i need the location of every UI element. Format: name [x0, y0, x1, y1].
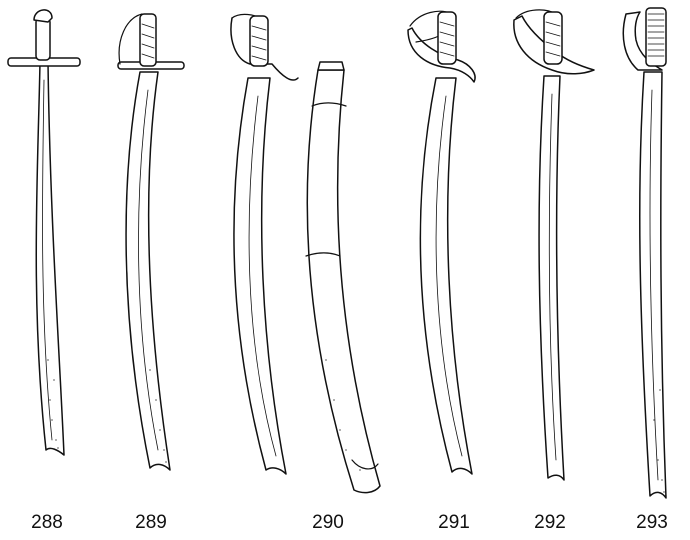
blade-288	[35, 61, 65, 456]
grip-288	[35, 17, 51, 61]
sword-289	[117, 13, 185, 471]
sword-290	[230, 13, 299, 475]
sword-288	[7, 9, 81, 456]
stipple-290	[325, 359, 361, 471]
figure-number-292: 292	[534, 512, 566, 533]
sword-292	[513, 9, 595, 481]
scabbard-ring-lower-290	[305, 252, 341, 257]
scabbard-mouth-290	[317, 61, 345, 71]
pommel-288	[33, 9, 53, 23]
scabbard-chape-290	[351, 459, 379, 470]
scabbard-ring-upper-290	[311, 102, 347, 107]
blade-292	[538, 75, 565, 481]
figure-number-293: 293	[636, 512, 668, 533]
figure-number-290: 290	[312, 512, 344, 533]
blade-293	[638, 71, 667, 499]
sword-291	[407, 10, 476, 475]
stipple-288	[47, 359, 59, 449]
stipple-293	[653, 389, 665, 493]
grip-293	[645, 7, 667, 67]
blade-290	[233, 77, 287, 475]
scabbard-290	[305, 61, 381, 494]
figure-number-288: 288	[31, 512, 63, 533]
stipple-289	[149, 369, 167, 463]
grip-290	[249, 15, 269, 67]
blade-291	[419, 77, 473, 475]
scabbard-body-290	[306, 69, 381, 494]
blade-289	[125, 71, 171, 471]
figure-number-289: 289	[135, 512, 167, 533]
shell-guard-292	[513, 15, 595, 75]
figure-number-291: 291	[438, 512, 470, 533]
sword-293	[622, 7, 667, 499]
knuckle-bow-289	[118, 13, 143, 65]
